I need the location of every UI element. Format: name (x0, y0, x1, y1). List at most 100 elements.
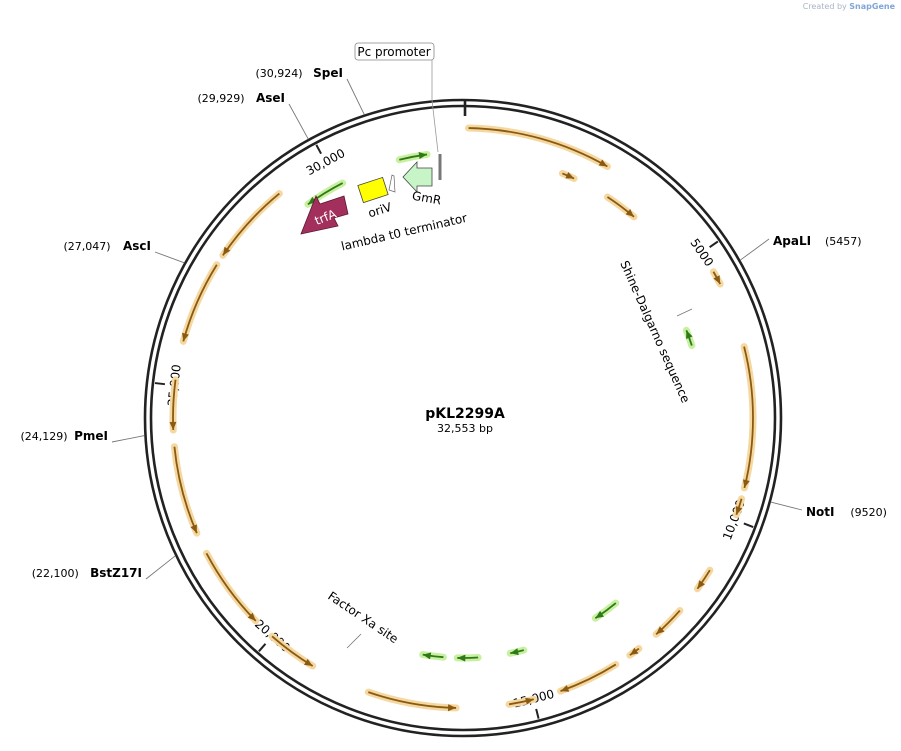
plasmid-length: 32,553 bp (437, 422, 493, 435)
orf-arrow[interactable] (179, 261, 221, 345)
site-name: PmeI (74, 429, 108, 443)
gmr-arrow (402, 160, 433, 194)
tick-label: 5000 (687, 236, 716, 269)
orf-arrowhead (656, 626, 665, 635)
orf-arrow[interactable] (558, 169, 578, 183)
oriv-label: oriV (366, 200, 394, 221)
orf-arrowhead (448, 704, 457, 712)
orf-arrow[interactable] (732, 495, 746, 519)
orf-arrowhead (169, 421, 177, 431)
site-position: (27,047) (64, 240, 111, 253)
credit-brand: SnapGene (849, 2, 895, 11)
site-leader (145, 555, 176, 580)
small-orf-arrow[interactable] (395, 150, 431, 164)
small-orf-arrow[interactable] (419, 651, 447, 661)
site-pmei[interactable]: PmeI(24,129) (21, 429, 145, 443)
orf-highlight (364, 688, 460, 712)
orf-arrow[interactable] (202, 549, 260, 625)
orf-arrow[interactable] (626, 645, 643, 659)
orf-highlight (179, 261, 221, 345)
feature-trfa[interactable]: trfA (300, 195, 349, 235)
orf-highlight (170, 443, 201, 537)
orf-arrows (169, 124, 757, 712)
orf-arrowhead (629, 647, 639, 656)
site-name: SpeI (313, 66, 343, 80)
orf-arrowhead (565, 171, 575, 179)
site-name: AseI (256, 91, 285, 105)
orf-arrowhead (560, 685, 570, 692)
orf-arrowhead (182, 332, 189, 342)
orf-arrow[interactable] (603, 193, 638, 221)
site-leader (739, 238, 770, 261)
orf-arrow[interactable] (693, 566, 714, 593)
feature-gmr[interactable]: GmR (402, 160, 442, 208)
site-spei[interactable]: SpeI (30,924) (256, 66, 365, 115)
orf-arrow[interactable] (465, 124, 611, 170)
orf-arrowhead (247, 612, 256, 621)
orf-arrow[interactable] (268, 632, 317, 670)
orf-arrow[interactable] (709, 268, 724, 288)
feature-oriv[interactable]: oriV (357, 176, 394, 221)
orf-arrowhead (222, 246, 231, 256)
lambda-t0-label: lambda t0 terminator (340, 211, 469, 254)
factor-xa-leader (346, 633, 362, 649)
site-apali[interactable]: ApaLI(5457) (739, 234, 862, 261)
backbone-inner-strand (149, 104, 777, 732)
site-name: NotI (806, 505, 835, 519)
site-name: ApaLI (773, 234, 811, 248)
tick-label: 30,000 (304, 146, 348, 178)
pc-promoter-label: Pc promoter (357, 45, 430, 59)
factor-xa-label: Factor Xa site (325, 589, 400, 646)
tick-mark (535, 708, 540, 719)
gmr-label: GmR (411, 189, 442, 208)
small-orf-arrow[interactable] (506, 646, 528, 657)
site-asei[interactable]: AseI (29,929) (198, 91, 309, 140)
orf-arrow[interactable] (505, 695, 538, 708)
pc-promoter-leader (431, 58, 439, 153)
orf-arrow[interactable] (169, 376, 180, 434)
orf-arrowhead (418, 152, 428, 159)
site-position: (22,100) (32, 567, 79, 580)
orf-arrowhead (735, 506, 743, 515)
small-orf-arrow[interactable] (591, 599, 620, 622)
orf-line (743, 346, 754, 489)
site-bstz17i[interactable]: BstZ17I(22,100) (32, 555, 176, 580)
orf-arrowhead (697, 580, 705, 589)
feature-factor-xa[interactable]: Factor Xa site (325, 589, 401, 649)
site-position: (30,924) (256, 67, 303, 80)
orf-arrow[interactable] (170, 443, 201, 537)
site-position: (29,929) (198, 92, 245, 105)
terminator-mark (388, 174, 396, 193)
tick-mark (258, 643, 267, 652)
orf-arrowhead (686, 330, 693, 340)
small-orf-arrow[interactable] (682, 326, 696, 350)
tick-mark (315, 144, 322, 155)
tick-mark (709, 240, 719, 249)
orf-arrow[interactable] (652, 607, 684, 638)
orf-highlight (219, 190, 283, 259)
tick-mark (154, 382, 166, 386)
orf-arrow[interactable] (557, 660, 620, 695)
tick-mark (743, 522, 754, 528)
orf-arrow[interactable] (740, 343, 757, 492)
site-noti[interactable]: NotI(9520) (770, 501, 887, 519)
feature-pc-promoter[interactable]: Pc promoter (354, 42, 442, 180)
orf-highlight (202, 549, 260, 625)
orf-arrowhead (525, 697, 534, 705)
site-asci[interactable]: AscI(27,047) (64, 239, 185, 264)
small-orf-arrow[interactable] (453, 654, 482, 662)
oriv-box (357, 176, 389, 204)
trfa-arrow (300, 195, 349, 235)
shine-dalgarno-leader (676, 308, 693, 317)
orf-arrow[interactable] (364, 688, 460, 712)
orf-arrowhead (598, 159, 608, 167)
orf-line (468, 127, 608, 168)
site-leader (346, 78, 365, 115)
orf-arrowhead (190, 524, 197, 534)
backbone-outer-strand (143, 98, 783, 738)
site-leader (770, 501, 803, 511)
restriction-sites: SpeI (30,924) AseI (29,929) AscI(27,047) PmeI… (21, 66, 887, 580)
orf-arrow[interactable] (219, 190, 283, 259)
feature-shine-dalgarno[interactable]: Shine-Dalgarno sequence (617, 259, 692, 405)
pc-promoter-box (354, 42, 435, 61)
